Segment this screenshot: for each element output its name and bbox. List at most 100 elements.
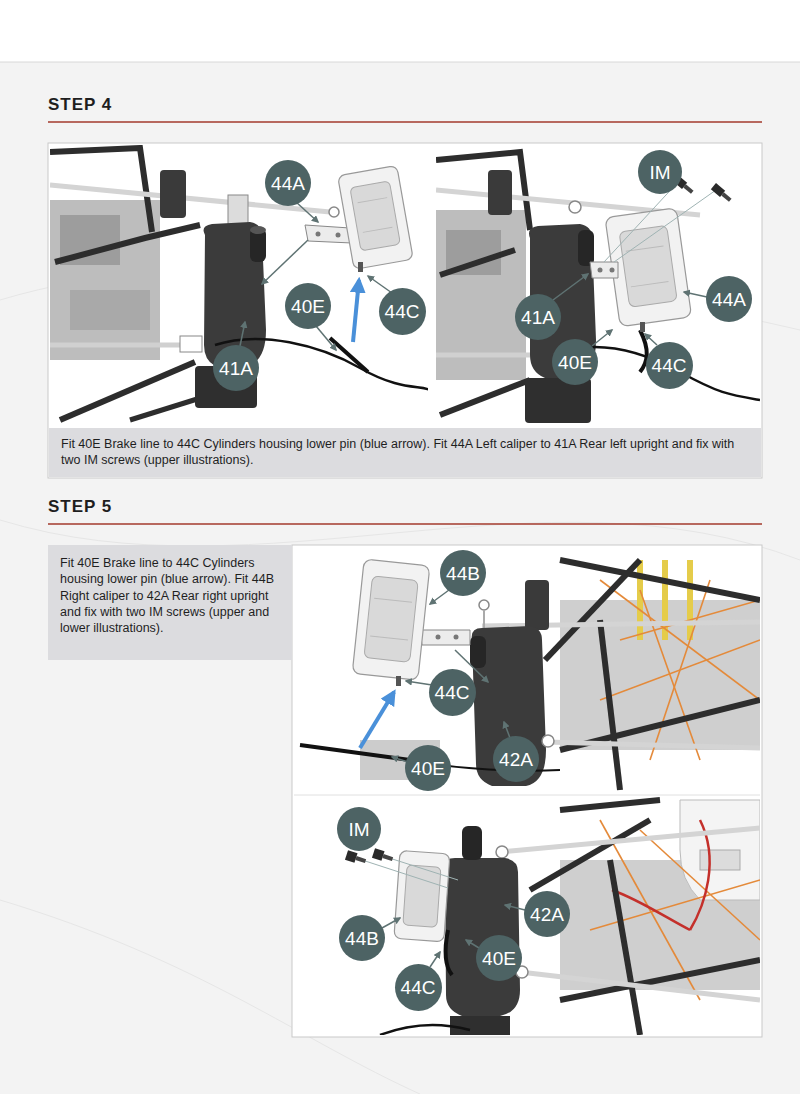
step-4-left-illustration-part-part xyxy=(338,165,414,269)
step-4-left-illustration-part xyxy=(70,290,150,330)
step-5-upper-illustration-part-part xyxy=(640,590,700,760)
step-4-right-illustration-part-part xyxy=(626,246,664,251)
callout-number: 44C xyxy=(395,964,442,1011)
step-4-right-illustration-part xyxy=(610,268,615,273)
part-code: 44C xyxy=(652,356,687,375)
step-4-right-illustration-part xyxy=(578,230,594,266)
step-4-left-illustration-part xyxy=(262,240,308,284)
leader-lines-part xyxy=(466,940,479,948)
part-code: 44B xyxy=(446,564,480,583)
leader-lines-part xyxy=(430,952,440,967)
step-5-upper-illustration-part xyxy=(436,635,441,640)
step-5-lower-illustration-part xyxy=(520,972,760,1000)
step-4-left-illustration xyxy=(50,145,428,428)
step-4-right-illustration-part xyxy=(488,170,512,215)
panel-divider xyxy=(294,795,760,796)
step-4-panel-part xyxy=(48,143,762,478)
step-5-lower-illustration-part-part xyxy=(355,856,366,863)
leader-lines-part xyxy=(316,326,336,350)
part-code: 40E xyxy=(291,297,325,316)
step-4-right-illustration-part xyxy=(640,322,645,332)
step-5-upper-illustration-part-part xyxy=(687,560,693,640)
step-5-upper-illustration-part-part xyxy=(600,620,620,790)
leader-lines-part xyxy=(684,292,707,297)
step-4-right-illustration-part xyxy=(569,201,581,213)
step-4-left-illustration-part xyxy=(336,233,341,238)
step-5-upper-illustration-part xyxy=(352,559,430,680)
part-code: 40E xyxy=(411,759,445,778)
callout-number: 42A xyxy=(493,736,539,782)
step-5-upper-illustration-part xyxy=(546,742,760,748)
step-4-left-illustration-part xyxy=(358,262,363,272)
leader-lines-part xyxy=(553,274,588,300)
step-4-left-illustration-part xyxy=(329,207,339,217)
page-ground-part xyxy=(0,62,800,63)
callout-number: 44B xyxy=(339,915,385,961)
leader-lines xyxy=(392,590,510,762)
step-5-lower-illustration-part xyxy=(394,851,450,942)
callout-number: 44B xyxy=(440,550,486,596)
step-4-right-illustration-part xyxy=(436,145,760,428)
step-4-right-illustration-part-part xyxy=(683,184,693,193)
step-4-right-illustration-part xyxy=(590,262,618,278)
step-4-left-illustration-part xyxy=(160,170,186,218)
step-4-right-illustration-part xyxy=(598,268,603,273)
callout-number: 44C xyxy=(429,669,476,716)
instruction-box: Fit 40E Brake line to 44C Cylinders hous… xyxy=(49,428,761,477)
leader-lines-part xyxy=(645,334,657,345)
leader-lines-part xyxy=(382,918,400,928)
part-code: 44A xyxy=(712,290,746,309)
step-5-upper-illustration-part-part xyxy=(364,576,418,662)
part-code: IM xyxy=(649,163,670,182)
step-4-left-illustration-part-part xyxy=(350,181,401,251)
step-5-lower-illustration-part xyxy=(496,846,508,858)
step-5-upper-illustration-part-part xyxy=(650,580,710,760)
leader-lines-part xyxy=(430,590,449,604)
callout-number: 40E xyxy=(552,339,598,385)
step-5-lower-illustration-part xyxy=(462,826,482,860)
part-code: 42A xyxy=(530,905,564,924)
part-code: 44B xyxy=(345,929,379,948)
step-5-upper-illustration-part-part xyxy=(560,560,760,600)
step-4-right-illustration-part-part xyxy=(631,282,669,287)
step-4-left-illustration-part xyxy=(250,226,266,234)
page-ground-part xyxy=(48,121,762,123)
step-4-left-illustration-part xyxy=(180,336,202,352)
step-4-right-illustration-part xyxy=(440,380,530,415)
step-4-left-illustration-part xyxy=(353,280,359,342)
step-4-panel xyxy=(48,143,762,478)
part-code: 44C xyxy=(385,302,420,321)
leader-lines-part xyxy=(505,905,525,910)
step-4-right-illustration xyxy=(436,145,760,428)
step-4-left-illustration-part xyxy=(50,200,160,360)
step-5-lower-illustration-part xyxy=(383,856,458,880)
step-5-lower-illustration-part-part xyxy=(403,865,441,927)
step-4-right-illustration-part xyxy=(711,183,733,203)
step-5-lower-illustration-part xyxy=(372,848,394,864)
step-4-left-illustration-part xyxy=(228,195,248,225)
step-5-lower-illustration-part-part xyxy=(382,854,393,861)
callout-number: 42A xyxy=(524,891,570,937)
part-code: 40E xyxy=(482,949,516,968)
step-4-left-illustration-part xyxy=(305,225,352,243)
step-4-left-illustration-part xyxy=(338,165,414,269)
step-5-upper-illustration-part xyxy=(525,580,549,630)
step-4-left-illustration-part xyxy=(316,232,321,237)
step-4-right-illustration-part xyxy=(440,250,515,275)
step-4-left-illustration-part-part xyxy=(358,198,388,203)
callout-number: 44C xyxy=(646,342,693,389)
callout-number: 44C xyxy=(379,288,426,335)
step-5-lower-illustration-part xyxy=(294,797,760,1035)
step-5-upper-illustration-part xyxy=(545,560,760,790)
step-4-right-illustration-part xyxy=(525,378,591,423)
step-5-upper-illustration-part xyxy=(396,676,401,686)
step-5-upper-illustration-part xyxy=(360,692,394,748)
step-heading: STEP 5 xyxy=(48,497,112,517)
leader-lines-part xyxy=(406,681,432,685)
step-5-upper-illustration-part-part xyxy=(637,560,643,640)
step-4-left-illustration-part xyxy=(330,338,368,372)
instruction-text: Fit 40E Brake line to 44C Cylinders hous… xyxy=(61,436,749,469)
part-code: 44A xyxy=(271,174,305,193)
callout-number: 40E xyxy=(405,745,451,791)
